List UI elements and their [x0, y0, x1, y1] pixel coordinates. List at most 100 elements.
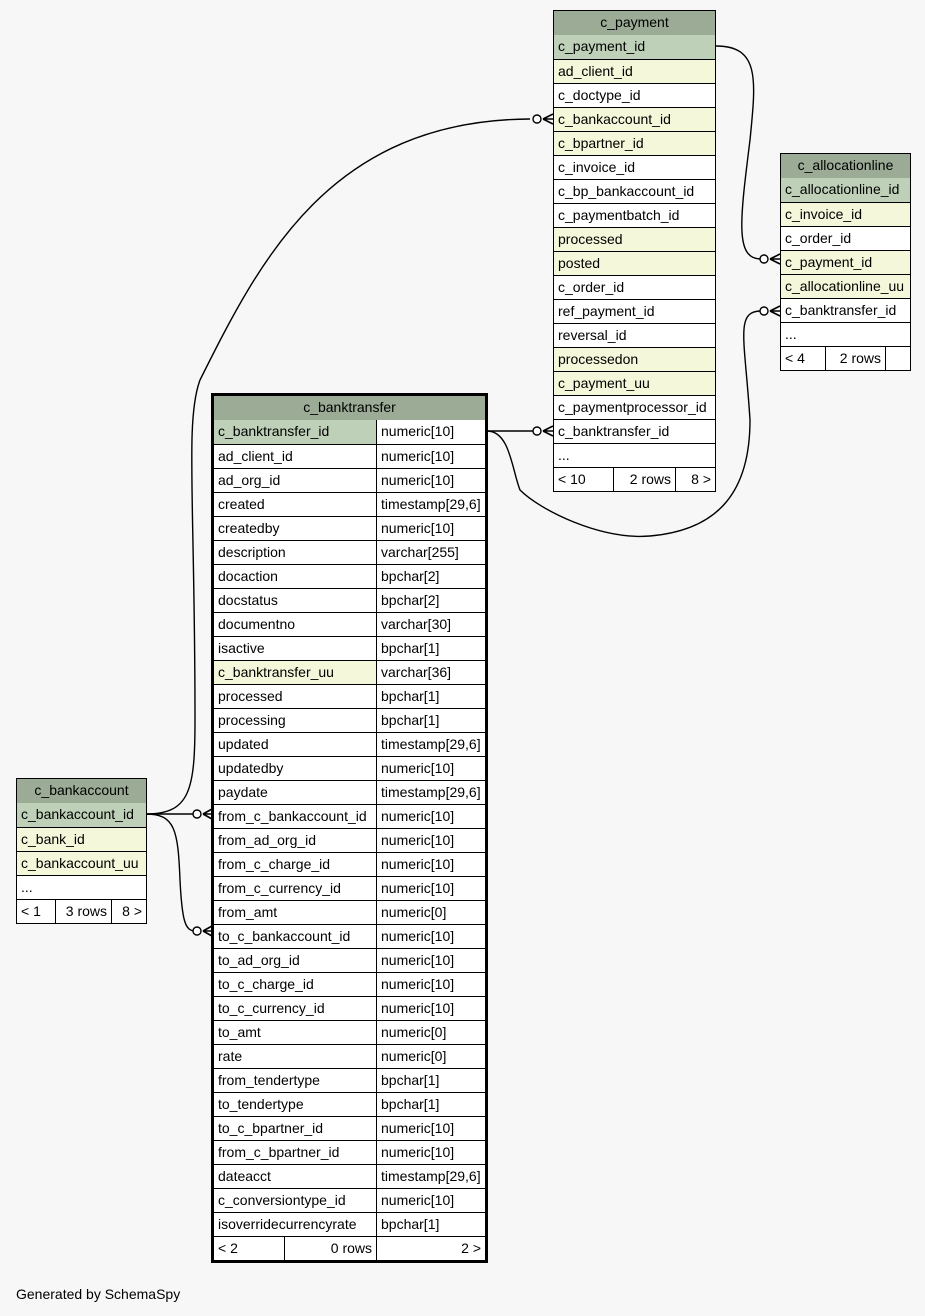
column-row[interactable]: c_payment_id: [781, 250, 910, 274]
column-row[interactable]: processed: [554, 227, 715, 251]
column-name: description: [218, 544, 286, 560]
column-row[interactable]: c_payment_uu: [554, 371, 715, 395]
column-type: bpchar[1]: [376, 1069, 485, 1092]
edge-payment-allocationline: [715, 45, 761, 260]
column-row[interactable]: posted: [554, 251, 715, 275]
column-name: c_bp_bankaccount_id: [558, 183, 695, 199]
column-row[interactable]: c_bp_bankaccount_id: [554, 179, 715, 203]
column-name: c_paymentprocessor_id: [558, 399, 707, 415]
column-row[interactable]: c_doctype_id: [554, 83, 715, 107]
table-footer: < 10 2 rows 8 >: [554, 467, 715, 491]
column-type: numeric[0]: [376, 901, 485, 924]
column-name: documentno: [218, 616, 296, 632]
column-type: bpchar[1]: [376, 1093, 485, 1116]
column-row[interactable]: c_bpartner_id: [554, 131, 715, 155]
column-row[interactable]: createdby numeric[10]: [214, 516, 485, 540]
column-row[interactable]: c_bank_id: [17, 827, 146, 851]
column-row[interactable]: c_invoice_id: [781, 202, 910, 226]
column-row[interactable]: c_order_id: [781, 226, 910, 250]
crowfoot-marker: [542, 425, 554, 437]
column-type: numeric[10]: [376, 853, 485, 876]
column-row[interactable]: ...: [17, 875, 146, 899]
column-row[interactable]: c_allocationline_uu: [781, 274, 910, 298]
column-name: docaction: [218, 568, 278, 584]
column-name: ad_client_id: [558, 63, 633, 79]
column-row[interactable]: ad_client_id: [554, 59, 715, 83]
table-title: c_bankaccount: [34, 782, 129, 798]
column-name: c_paymentbatch_id: [558, 207, 680, 223]
column-name: to_c_charge_id: [218, 976, 314, 992]
column-row[interactable]: c_paymentbatch_id: [554, 203, 715, 227]
column-row[interactable]: c_payment_id: [554, 35, 715, 59]
column-name: ...: [558, 447, 570, 463]
column-row[interactable]: c_allocationline_id: [781, 178, 910, 202]
column-name: c_banktransfer_id: [558, 423, 670, 439]
column-row[interactable]: ...: [554, 443, 715, 467]
column-row[interactable]: c_banktransfer_id: [554, 419, 715, 443]
column-name: c_allocationline_uu: [785, 278, 905, 294]
column-row[interactable]: c_bankaccount_id: [17, 803, 146, 827]
column-row[interactable]: c_bankaccount_uu: [17, 851, 146, 875]
column-name: ad_client_id: [218, 448, 293, 464]
column-type: varchar[36]: [376, 661, 485, 684]
column-row[interactable]: c_paymentprocessor_id: [554, 395, 715, 419]
generated-by-note: Generated by SchemaSpy: [16, 1286, 181, 1302]
column-name: updated: [218, 736, 269, 752]
column-row[interactable]: reversal_id: [554, 323, 715, 347]
column-row[interactable]: ref_payment_id: [554, 299, 715, 323]
column-row[interactable]: c_invoice_id: [554, 155, 715, 179]
column-type: numeric[10]: [376, 517, 485, 540]
column-name: createdby: [218, 520, 280, 536]
column-name: ...: [21, 879, 33, 895]
optional-marker: [759, 254, 769, 264]
column-row[interactable]: c_bankaccount_id: [554, 107, 715, 131]
column-row[interactable]: c_order_id: [554, 275, 715, 299]
column-type: numeric[10]: [376, 1141, 485, 1164]
column-name: to_ad_org_id: [218, 952, 300, 968]
column-row[interactable]: c_banktransfer_id: [781, 298, 910, 322]
column-row[interactable]: processedon: [554, 347, 715, 371]
column-name: processed: [558, 231, 623, 247]
column-row[interactable]: ...: [781, 322, 910, 346]
table-title: c_allocationline: [797, 157, 894, 173]
column-name: c_conversiontype_id: [218, 1192, 346, 1208]
column-name: c_order_id: [785, 230, 852, 246]
